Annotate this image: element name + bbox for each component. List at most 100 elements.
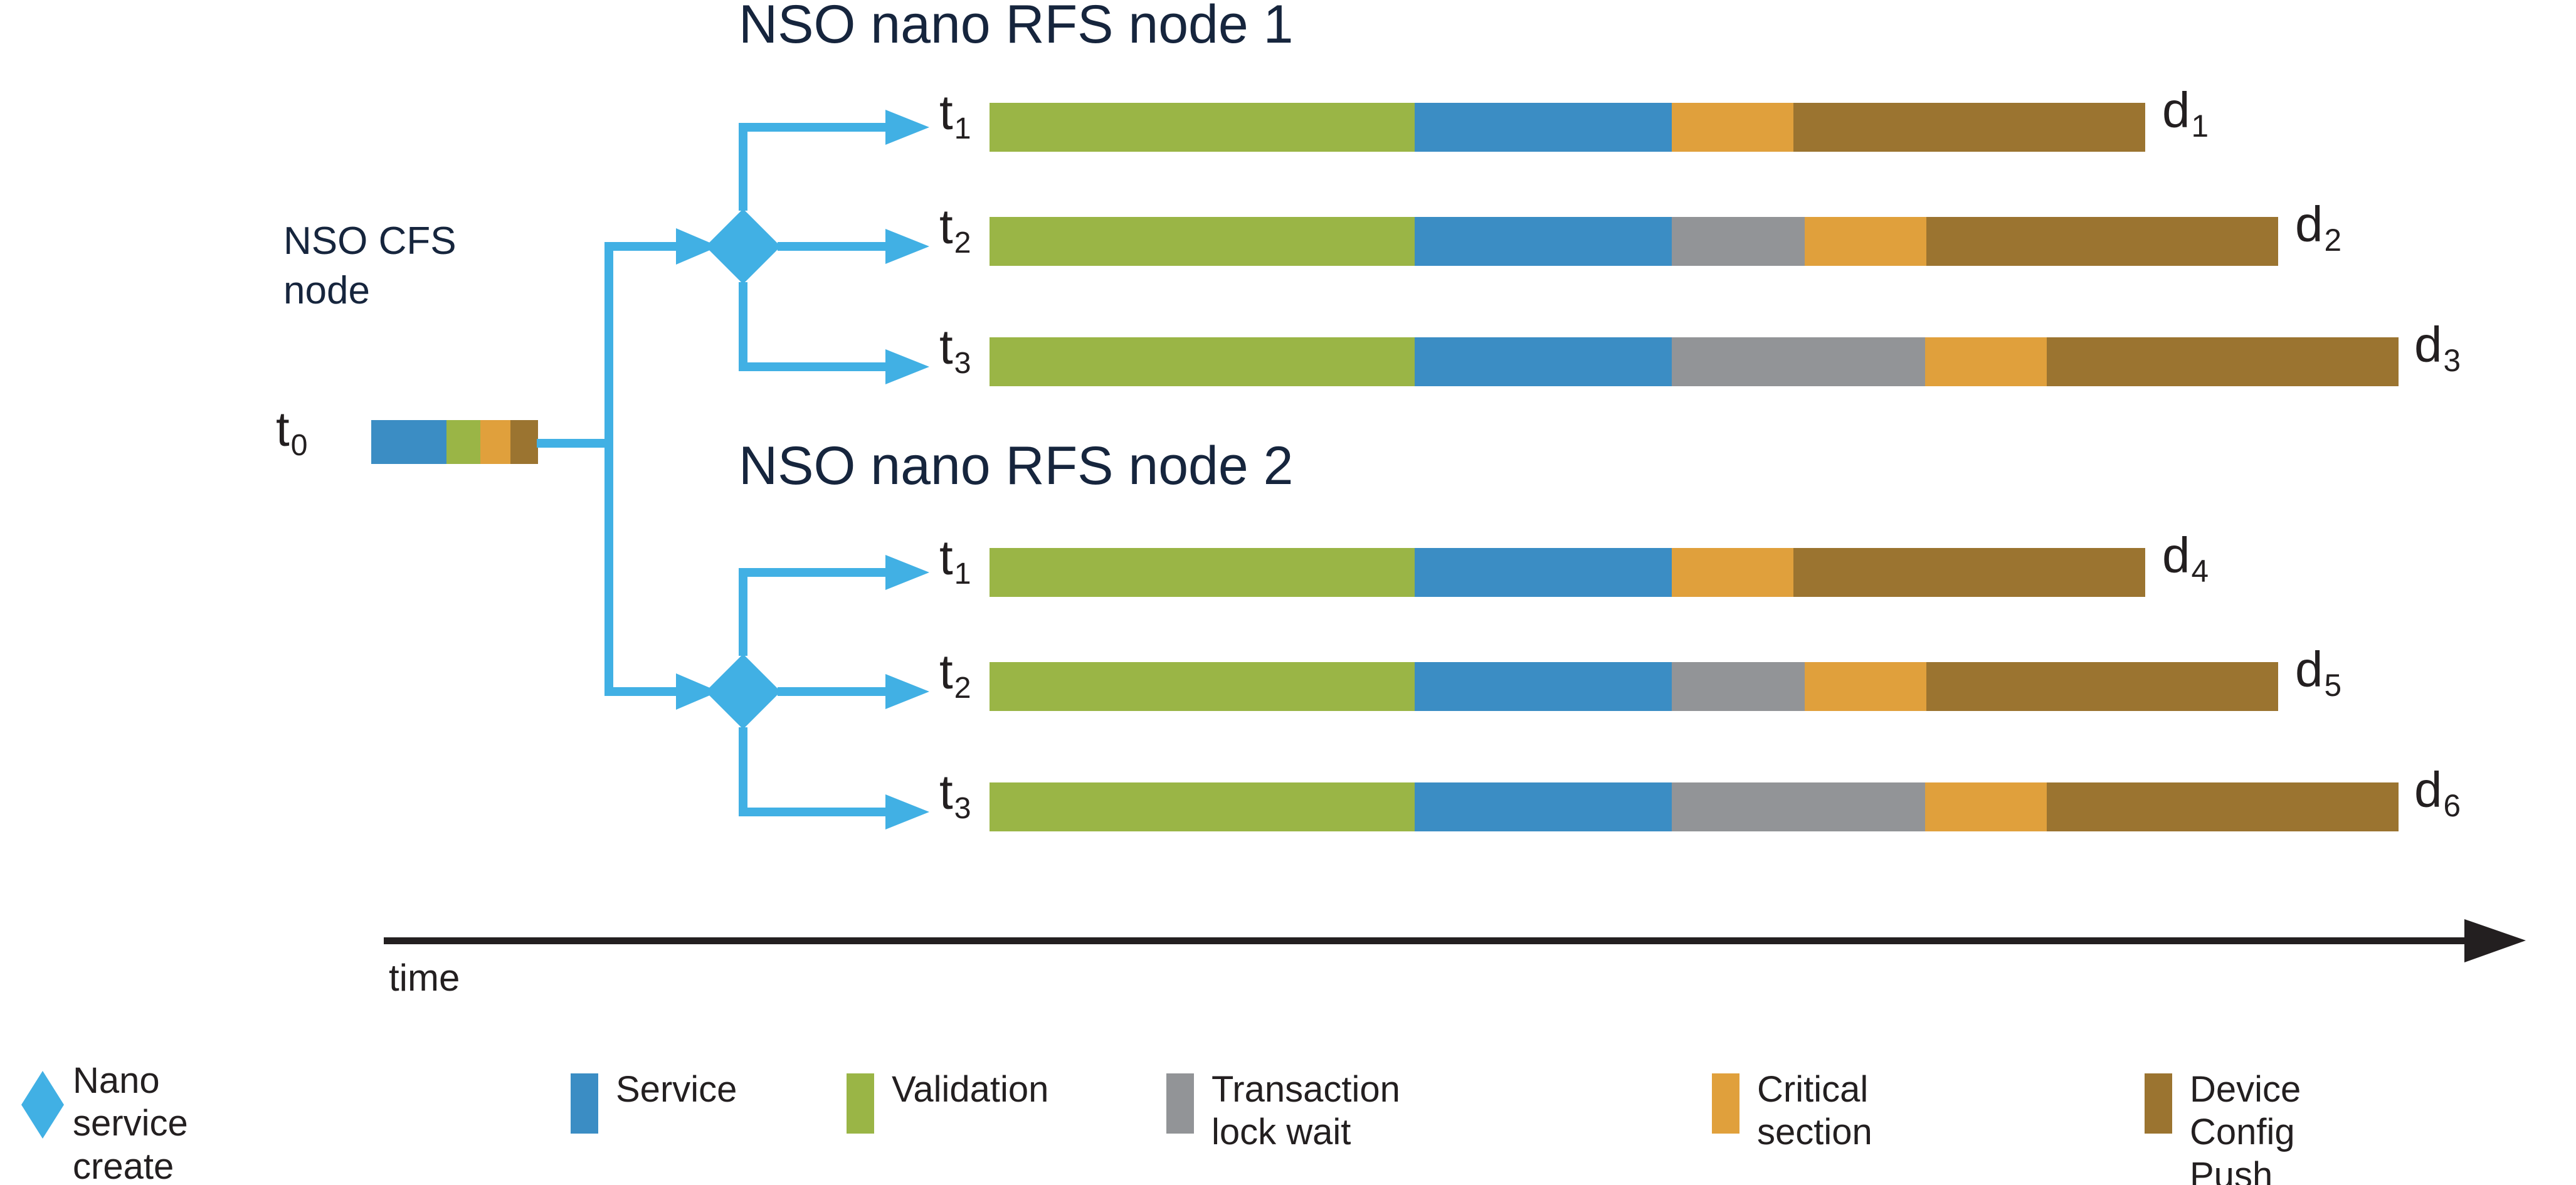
- node1-row1-segment-critical_section: [1672, 103, 1793, 152]
- d-base: d: [2295, 196, 2323, 252]
- node2-row3-t-label: t3: [939, 767, 971, 823]
- node1-row2-segment-transaction_lock_wait: [1672, 217, 1805, 266]
- node1-row2-segment-service: [1415, 217, 1672, 266]
- node1-row3-segment-service: [1415, 337, 1672, 386]
- t0-bar: [371, 420, 538, 464]
- node2-row3-d-label: d6: [2414, 765, 2461, 821]
- node2-title: NSO nano RFS node 2: [739, 436, 1294, 496]
- node1-nano-service-diamond: [705, 209, 781, 284]
- cfs-node-label: NSO CFS node: [283, 219, 457, 313]
- node1-row2-d-label: d2: [2295, 199, 2341, 256]
- device-config-push-swatch-icon: [2145, 1073, 2172, 1134]
- t-base: t: [939, 85, 953, 140]
- d-sub: 4: [2191, 553, 2209, 589]
- node1-row3-segment-transaction_lock_wait: [1672, 337, 1925, 386]
- d-sub: 3: [2443, 342, 2461, 378]
- node1-row1-segment-service: [1415, 103, 1672, 152]
- node2-row1-segment-validation: [990, 548, 1415, 597]
- t-base: t: [939, 530, 953, 585]
- time-axis: [384, 919, 2526, 962]
- legend-label-service: Service: [616, 1069, 737, 1110]
- t-sub: 3: [954, 791, 971, 825]
- node1-row1-t-label: t1: [939, 88, 971, 144]
- t0-bar-segment-service: [371, 420, 446, 464]
- node2-row3-segment-transaction_lock_wait: [1672, 782, 1925, 831]
- node2-row3-segment-critical_section: [1925, 782, 2047, 831]
- d-base: d: [2414, 317, 2442, 372]
- t-sub: 2: [954, 225, 971, 260]
- node1-row1-segment-validation: [990, 103, 1415, 152]
- node2-row1-d-label: d4: [2162, 530, 2209, 587]
- node2-nano-service-diamond: [705, 654, 781, 729]
- legend-label-critical-section: Critical section: [1757, 1069, 1872, 1153]
- t-sub: 3: [954, 345, 971, 380]
- d-sub: 6: [2443, 787, 2461, 823]
- t0-label-base: t: [276, 401, 290, 456]
- t-base: t: [939, 764, 953, 819]
- node1-row1-segment-device_config_push: [1793, 103, 2145, 152]
- d-sub: 1: [2191, 108, 2209, 144]
- d-sub: 2: [2324, 222, 2342, 258]
- legend-label-device-config-push: Device Config Push: [2190, 1069, 2301, 1185]
- node2-row1-segment-service: [1415, 548, 1672, 597]
- d-sub: 5: [2324, 667, 2342, 703]
- node2-row2-segment-critical_section: [1805, 662, 1926, 711]
- node1-row2-bar: [990, 217, 2278, 266]
- node1-row3-d-label: d3: [2414, 320, 2461, 376]
- t0-bar-segment-device_config_push: [510, 420, 538, 464]
- legend-label-validation: Validation: [892, 1069, 1049, 1110]
- node2-row2-segment-device_config_push: [1926, 662, 2278, 711]
- node1-row3-segment-validation: [990, 337, 1415, 386]
- node2-row1-bar: [990, 548, 2145, 597]
- node1-row2-t-label: t2: [939, 202, 971, 258]
- node2-branch: [604, 555, 929, 830]
- node2-row2-segment-service: [1415, 662, 1672, 711]
- trunk-connector: [537, 245, 613, 690]
- node1-row3-t-label: t3: [939, 322, 971, 378]
- node2-row3-bar: [990, 782, 2399, 831]
- t-sub: 1: [954, 111, 971, 145]
- t0-label-sub: 0: [290, 428, 308, 462]
- node1-title: NSO nano RFS node 1: [739, 0, 1294, 55]
- d-base: d: [2162, 527, 2190, 583]
- legend-label-nano-service: Nano service create component: [73, 1060, 188, 1185]
- t-sub: 1: [954, 556, 971, 591]
- node1-row2-segment-device_config_push: [1926, 217, 2278, 266]
- t0-bar-segment-validation: [446, 420, 480, 464]
- t-base: t: [939, 199, 953, 254]
- node2-row3-segment-validation: [990, 782, 1415, 831]
- critical-section-swatch-icon: [1712, 1073, 1739, 1134]
- nano-service-diamond-icon: [21, 1071, 64, 1139]
- node1-row3-bar: [990, 337, 2399, 386]
- d-base: d: [2414, 762, 2442, 818]
- node2-row3-segment-device_config_push: [2047, 782, 2399, 831]
- node2-row2-bar: [990, 662, 2278, 711]
- t-base: t: [939, 644, 953, 699]
- node1-row2-segment-critical_section: [1805, 217, 1926, 266]
- d-base: d: [2162, 82, 2190, 138]
- node1-row3-segment-device_config_push: [2047, 337, 2399, 386]
- node1-branch: [604, 110, 929, 384]
- node2-row2-segment-validation: [990, 662, 1415, 711]
- node1-row1-d-label: d1: [2162, 85, 2209, 142]
- node2-row1-t-label: t1: [939, 533, 971, 589]
- service-swatch-icon: [571, 1073, 598, 1134]
- node2-row1-segment-critical_section: [1672, 548, 1793, 597]
- legend: Nano service create component Service Va…: [19, 1060, 2558, 1185]
- node2-row3-segment-service: [1415, 782, 1672, 831]
- node1-row1-bar: [990, 103, 2145, 152]
- node2-row1-segment-device_config_push: [1793, 548, 2145, 597]
- node2-row2-t-label: t2: [939, 647, 971, 703]
- d-base: d: [2295, 641, 2323, 697]
- t0-bar-segment-critical_section: [480, 420, 510, 464]
- transaction-lock-wait-swatch-icon: [1166, 1073, 1194, 1134]
- validation-swatch-icon: [847, 1073, 874, 1134]
- t-base: t: [939, 319, 953, 374]
- node1-row3-segment-critical_section: [1925, 337, 2047, 386]
- node2-row2-segment-transaction_lock_wait: [1672, 662, 1805, 711]
- legend-label-transaction-lock-wait: Transaction lock wait: [1211, 1069, 1400, 1153]
- t-sub: 2: [954, 670, 971, 705]
- node1-row2-segment-validation: [990, 217, 1415, 266]
